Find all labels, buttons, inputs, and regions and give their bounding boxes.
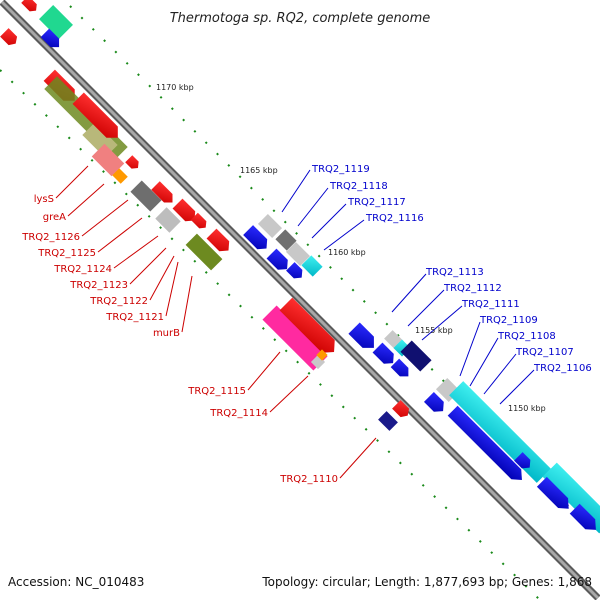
scale-label-1160: 1160 kbp — [328, 248, 366, 257]
gene-red-d — [190, 212, 207, 229]
reverse-labels: lysS greA TRQ2_1126 TRQ2_1125 TRQ2_1124 … — [21, 194, 338, 485]
label-TRQ2_1121: TRQ2_1121 — [105, 312, 164, 323]
gene-TRQ2_1116[interactable] — [301, 255, 323, 277]
label-TRQ2_1113: TRQ2_1113 — [425, 267, 484, 278]
gene-blue-g — [390, 358, 409, 377]
reverse-strand-genes — [21, 0, 37, 12]
tick-line-lower — [0, 69, 541, 600]
gene-TRQ2_1119[interactable] — [243, 225, 271, 253]
gene-greA[interactable] — [72, 92, 124, 144]
scale-label-1165: 1165 kbp — [240, 166, 278, 175]
gene-TRQ2_1112[interactable] — [372, 342, 398, 368]
gene-red-b — [151, 181, 173, 203]
label-TRQ2_1125: TRQ2_1125 — [37, 248, 96, 259]
gene-gray-c — [257, 213, 283, 239]
map-title: Thermotoga sp. RQ2, complete genome — [170, 11, 431, 26]
scale-label-1155: 1155 kbp — [415, 326, 453, 335]
label-TRQ2_1124: TRQ2_1124 — [53, 264, 112, 275]
label-lysS: lysS — [34, 194, 54, 205]
label-TRQ2_1116: TRQ2_1116 — [365, 213, 424, 224]
gene-gray-e — [285, 241, 311, 267]
label-TRQ2_1108: TRQ2_1108 — [497, 331, 556, 342]
gene-red-small-a — [125, 155, 139, 169]
label-TRQ2_1126: TRQ2_1126 — [21, 232, 80, 243]
gene-top-teal — [39, 5, 73, 39]
gene-blue-right-a — [536, 476, 569, 509]
scale-label-1170: 1170 kbp — [156, 83, 194, 92]
label-TRQ2_1112: TRQ2_1112 — [443, 283, 502, 294]
label-murB: murB — [153, 328, 180, 339]
gene-gray-b — [155, 207, 181, 233]
gene-TRQ2_1106[interactable] — [514, 452, 534, 472]
accession-text: Accession: NC_010483 — [8, 575, 144, 589]
label-TRQ2_1122: TRQ2_1122 — [89, 296, 148, 307]
label-TRQ2_1110: TRQ2_1110 — [279, 474, 338, 485]
label-TRQ2_1106: TRQ2_1106 — [533, 363, 592, 374]
gene-murB[interactable] — [185, 233, 223, 271]
label-leaders-reverse — [55, 165, 377, 479]
label-TRQ2_1107: TRQ2_1107 — [515, 347, 574, 358]
gene-TRQ2_1107[interactable] — [447, 405, 527, 485]
gene-TRQ2_1118[interactable] — [266, 248, 292, 274]
gene-gray-d — [275, 229, 297, 251]
gene-top-left-red — [21, 0, 37, 12]
gene-red-c — [172, 198, 196, 222]
gene-red-e — [206, 228, 230, 252]
label-TRQ2_1115: TRQ2_1115 — [187, 386, 246, 397]
label-TRQ2_1118: TRQ2_1118 — [329, 181, 388, 192]
scale-label-1150: 1150 kbp — [508, 404, 546, 413]
gene-TRQ2_1111[interactable] — [400, 340, 432, 372]
label-greA: greA — [43, 212, 66, 223]
gene-TRQ2_1115-red — [279, 297, 335, 353]
gene-TRQ2_1115[interactable] — [262, 305, 328, 371]
topology-summary: Topology: circular; Length: 1,877,693 bp… — [261, 575, 592, 589]
gene-cyan-right — [542, 462, 600, 534]
gene-TRQ2_1113[interactable] — [348, 322, 379, 353]
gene-TRQ2_1110[interactable] — [378, 411, 398, 431]
scale-labels: 1170 kbp 1165 kbp 1160 kbp 1155 kbp 1150… — [156, 83, 546, 413]
label-TRQ2_1109: TRQ2_1109 — [479, 315, 538, 326]
gene-orange-small — [112, 168, 128, 184]
label-TRQ2_1114: TRQ2_1114 — [209, 408, 268, 419]
label-TRQ2_1111: TRQ2_1111 — [461, 299, 520, 310]
label-TRQ2_1117: TRQ2_1117 — [347, 197, 406, 208]
forward-labels: TRQ2_1119 TRQ2_1118 TRQ2_1117 TRQ2_1116 … — [311, 164, 592, 374]
gene-gray-a — [130, 180, 162, 212]
label-leaders-forward — [281, 169, 535, 405]
label-TRQ2_1119: TRQ2_1119 — [311, 164, 370, 175]
gene-pink-band — [91, 143, 125, 177]
gene-blue-right-b — [569, 503, 596, 530]
gene-top-left — [0, 28, 18, 46]
label-TRQ2_1123: TRQ2_1123 — [69, 280, 128, 291]
gene-TRQ2_1117[interactable] — [286, 262, 306, 282]
gene-top-blue — [40, 28, 60, 48]
